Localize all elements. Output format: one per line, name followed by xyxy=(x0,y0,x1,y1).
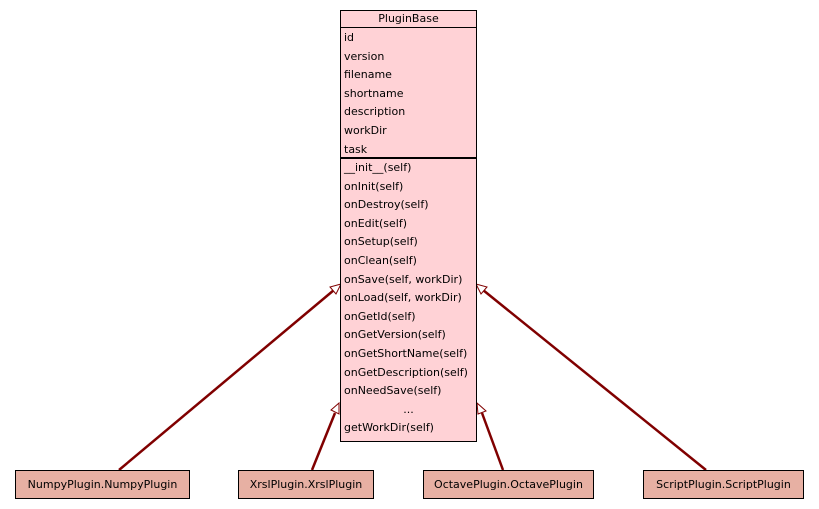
attribute-shortname: shortname xyxy=(344,86,404,100)
attribute-id: id xyxy=(344,31,355,44)
method-oninit: onInit(self) xyxy=(344,179,404,193)
attribute-filename: filename xyxy=(344,68,392,82)
attribute-task: task xyxy=(344,142,368,156)
method-onsave: onSave(self, workDir) xyxy=(344,272,463,286)
scriptplugin-class-name: ScriptPlugin.ScriptPlugin xyxy=(656,478,791,491)
method-onedit: onEdit(self) xyxy=(344,216,408,230)
edge-xrsl xyxy=(310,412,337,471)
arrowhead-script xyxy=(475,283,488,295)
arrowhead-xrsl xyxy=(330,401,340,415)
pluginbase-class-name: PluginBase xyxy=(341,11,476,28)
method-ondestroy: onDestroy(self) xyxy=(344,198,429,212)
method-init: __init__(self) xyxy=(344,161,412,174)
method-onsetup: onSetup(self) xyxy=(344,235,418,249)
octaveplugin-class-name: OctavePlugin.OctavePlugin xyxy=(434,478,583,491)
scriptplugin-class[interactable]: ScriptPlugin.ScriptPlugin xyxy=(643,470,804,499)
edge-octave xyxy=(480,412,505,471)
pluginbase-methods: __init__(self) onInit(self) onDestroy(se… xyxy=(341,159,476,438)
method-onneedsave: onNeedSave(self) xyxy=(344,384,442,398)
method-ongetversion: onGetVersion(self) xyxy=(344,328,446,342)
method-onload: onLoad(self, workDir) xyxy=(344,291,462,305)
edge-numpy xyxy=(118,289,335,471)
arrowhead-octave xyxy=(476,401,487,415)
method-ongetshortname: onGetShortName(self) xyxy=(344,346,468,360)
method-ongetid: onGetId(self) xyxy=(344,309,416,323)
arrowhead-numpy xyxy=(329,283,342,295)
octaveplugin-class[interactable]: OctavePlugin.OctavePlugin xyxy=(423,470,594,499)
method-ellipsis: ... xyxy=(403,402,414,416)
attribute-description: description xyxy=(344,105,406,119)
xrslplugin-class-name: XrslPlugin.XrslPlugin xyxy=(249,478,363,491)
method-getworkdir: getWorkDir(self) xyxy=(344,421,434,435)
attribute-version: version xyxy=(344,49,385,63)
method-ongetdescription: onGetDescription(self) xyxy=(344,365,468,379)
pluginbase-attributes: id version filename shortname descriptio… xyxy=(341,28,476,159)
pluginbase-class[interactable]: PluginBase id version filename shortname… xyxy=(340,10,477,442)
attribute-workdir: workDir xyxy=(344,123,387,137)
xrslplugin-class[interactable]: XrslPlugin.XrslPlugin xyxy=(238,470,374,499)
edge-script xyxy=(482,289,707,471)
method-onclean: onClean(self) xyxy=(344,253,417,267)
numpyplugin-class[interactable]: NumpyPlugin.NumpyPlugin xyxy=(15,470,190,499)
numpyplugin-class-name: NumpyPlugin.NumpyPlugin xyxy=(27,478,178,491)
